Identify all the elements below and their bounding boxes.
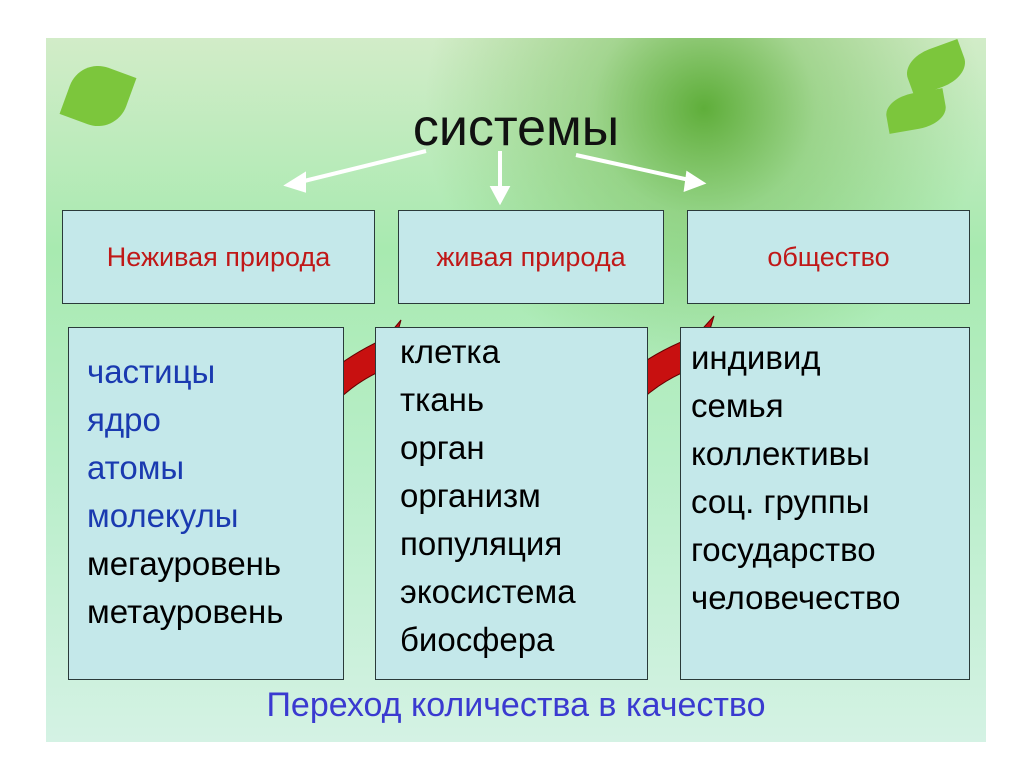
list-item: метауровень xyxy=(87,593,284,630)
arrow-right xyxy=(575,153,695,183)
list-item: соц. группы xyxy=(691,483,870,520)
header-label: общество xyxy=(767,241,890,272)
slide: системы Неживая природа живая природа об… xyxy=(46,38,986,742)
list-item: семья xyxy=(691,387,784,424)
list-item: молекулы xyxy=(87,497,239,534)
category-header-society: общество xyxy=(687,210,970,304)
list-item: организм xyxy=(400,477,541,514)
list-item: человечество xyxy=(691,579,901,616)
list-item: экосистема xyxy=(400,573,576,610)
list-item: мегауровень xyxy=(87,545,282,582)
list-item: клетка xyxy=(400,333,500,370)
arrow-left xyxy=(295,149,427,185)
category-header-living: живая природа xyxy=(398,210,664,304)
list-living: клетка ткань орган организм популяция эк… xyxy=(375,327,648,680)
footer-caption: Переход количества в качество xyxy=(266,686,766,724)
list-item: биосфера xyxy=(400,621,555,658)
header-label: Неживая природа xyxy=(106,241,331,272)
list-nonliving: частицы ядро атомы молекулы мегауровень … xyxy=(68,327,344,680)
list-item: атомы xyxy=(87,449,185,486)
list-item: государство xyxy=(691,531,876,568)
list-society: индивид семья коллективы соц. группы гос… xyxy=(680,327,970,680)
list-item: индивид xyxy=(691,339,821,376)
list-item: частицы xyxy=(87,353,216,390)
list-item: коллективы xyxy=(691,435,870,472)
diagram-title: системы xyxy=(412,99,620,157)
category-header-nonliving: Неживая природа xyxy=(62,210,375,304)
list-item: орган xyxy=(400,429,485,466)
list-item: популяция xyxy=(400,525,563,562)
header-label: живая природа xyxy=(436,241,626,272)
list-item: ядро xyxy=(87,401,161,438)
list-item: ткань xyxy=(400,381,485,418)
